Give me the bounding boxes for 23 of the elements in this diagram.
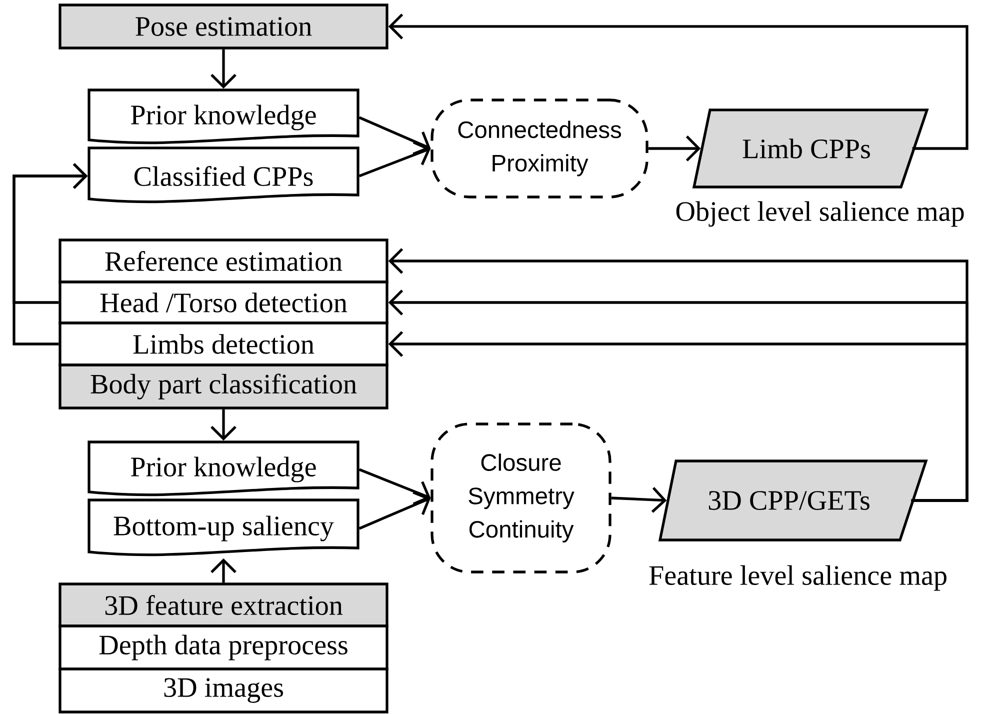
process-box: Pose estimation bbox=[58, 4, 388, 50]
process-box: Depth data preprocess bbox=[58, 624, 388, 670]
arrow bbox=[358, 491, 431, 530]
arrow bbox=[358, 141, 431, 178]
caption-text: Object level salience map bbox=[676, 201, 964, 227]
arrow bbox=[358, 468, 431, 506]
arrow bbox=[12, 163, 88, 346]
arrow bbox=[358, 116, 431, 156]
arrow bbox=[210, 409, 236, 441]
arrow bbox=[388, 331, 968, 502]
arrow bbox=[611, 487, 667, 513]
process-box: Head /Torso detection bbox=[58, 280, 388, 324]
process-box: 3D feature extraction bbox=[58, 582, 388, 628]
process-box: Limbs detection bbox=[58, 322, 388, 366]
process-box: Body part classification bbox=[58, 364, 388, 410]
caption-text: Feature level salience map bbox=[649, 565, 946, 591]
dashed-rounded-box: Connectedness Proximity bbox=[430, 98, 648, 198]
arrow bbox=[388, 14, 968, 150]
process-box: 3D images bbox=[58, 668, 388, 714]
arrow bbox=[648, 136, 701, 162]
dashed-rounded-box: Closure Symmetry Continuity bbox=[430, 422, 612, 574]
arrow bbox=[210, 49, 236, 89]
process-box: Reference estimation bbox=[58, 238, 388, 284]
